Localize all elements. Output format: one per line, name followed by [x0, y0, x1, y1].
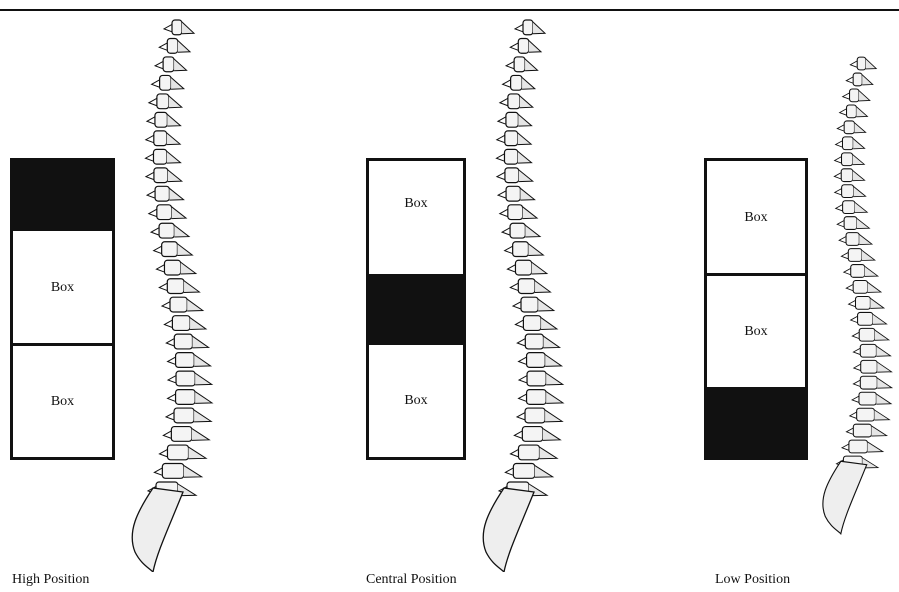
caption-low-position: Low Position	[715, 572, 790, 588]
box-cell: Box	[13, 231, 112, 345]
weight-block	[369, 274, 463, 345]
box-label: Box	[404, 196, 427, 212]
weight-block	[707, 387, 805, 457]
panel-high-position: Box Box High Position	[0, 0, 300, 592]
caption-central-position: Central Position	[366, 572, 457, 588]
box-cell: Box	[707, 276, 805, 387]
box-label: Box	[404, 393, 427, 409]
weight-block	[13, 161, 112, 231]
spine-illustration	[808, 12, 899, 572]
caption-high-position: High Position	[12, 572, 89, 588]
box-label: Box	[744, 324, 767, 340]
box-label: Box	[744, 210, 767, 226]
box-cell: Box	[707, 161, 805, 274]
box-stack: Box Box	[10, 158, 115, 460]
box-stack: Box Box	[366, 158, 466, 460]
box-cell: Box	[369, 345, 463, 457]
box-label: Box	[51, 394, 74, 410]
box-cell: Box	[369, 161, 463, 274]
box-stack: Box Box	[704, 158, 808, 460]
spine-illustration	[115, 12, 225, 572]
spine-illustration	[466, 12, 576, 572]
box-cell: Box	[13, 346, 112, 457]
box-label: Box	[51, 280, 74, 296]
panel-low-position: Box Box Low Position	[600, 0, 899, 592]
panel-central-position: Box Box Central Position	[300, 0, 600, 592]
